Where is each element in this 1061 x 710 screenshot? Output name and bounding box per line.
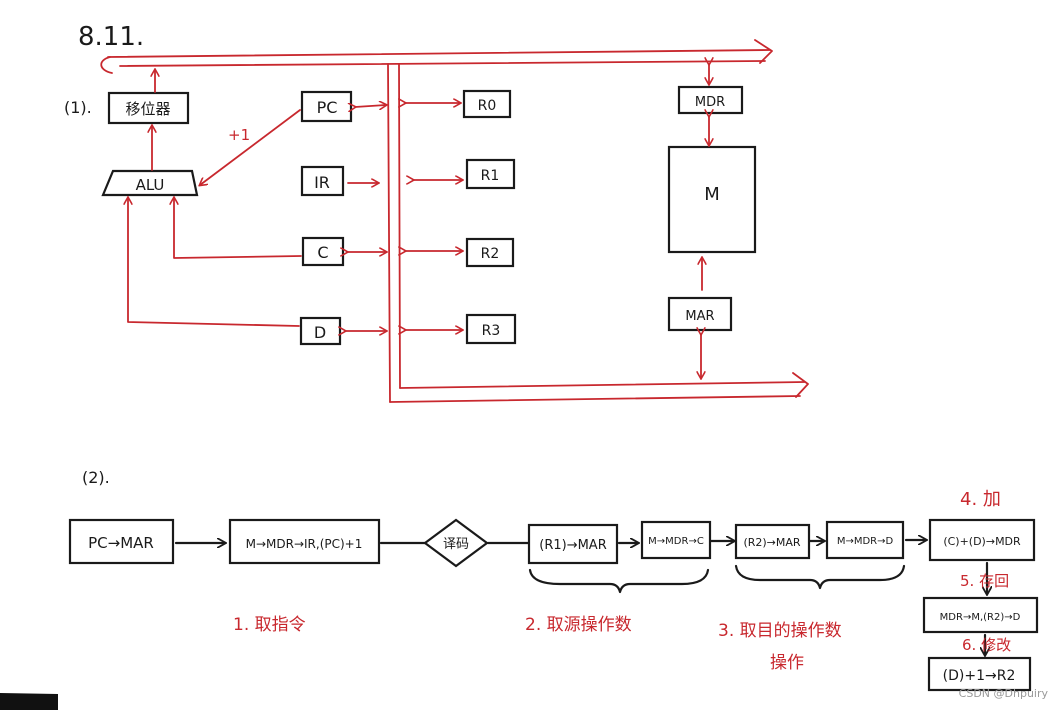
src-operand-brace bbox=[528, 568, 710, 594]
step-writeback-box bbox=[922, 596, 1039, 634]
ir-register-label: IR bbox=[314, 173, 330, 192]
shift-register-label: 移位器 bbox=[125, 100, 170, 118]
step-r1-to-mar-box bbox=[527, 523, 619, 565]
decode-label: 译码 bbox=[443, 537, 469, 552]
mdr-box bbox=[677, 85, 744, 115]
memory-label: M bbox=[704, 184, 720, 205]
pc-bus-link bbox=[355, 105, 386, 107]
step-mdr-to-d-label: M→MDR→D bbox=[837, 536, 894, 547]
src-annotation: 2. 取源操作数 bbox=[525, 615, 632, 635]
vertical-bus-left bbox=[387, 63, 391, 403]
bottom-bus-arrowhead bbox=[792, 372, 809, 398]
part2-label: (2). bbox=[82, 468, 110, 487]
step-mdr-to-c-label: M→MDR→C bbox=[648, 536, 704, 547]
r1-register-box bbox=[465, 158, 516, 190]
memory-box bbox=[667, 145, 757, 254]
r2-register-label: R2 bbox=[481, 246, 500, 262]
r3-register-label: R3 bbox=[482, 323, 501, 339]
step-pc-to-mar-label: PC→MAR bbox=[88, 534, 154, 552]
bottom-bus-lower bbox=[389, 395, 801, 403]
step-add-box bbox=[928, 518, 1036, 562]
step-r2-to-mar-box bbox=[734, 523, 811, 560]
step-r1-to-mar-label: (R1)→MAR bbox=[539, 538, 606, 553]
c-to-alu-line bbox=[174, 198, 302, 259]
alu-shape bbox=[101, 169, 199, 197]
step-fetch-ir-label: M→MDR→IR,(PC)+1 bbox=[246, 537, 363, 551]
r3-register-box bbox=[465, 313, 517, 345]
c-register-label: C bbox=[317, 243, 328, 262]
exec-annotation: 4. 加 bbox=[960, 489, 1001, 510]
ir-register-box bbox=[300, 165, 345, 197]
plus-one-label: +1 bbox=[228, 126, 250, 144]
step-mdr-to-c-box bbox=[640, 520, 712, 560]
step-mdr-to-d-box bbox=[825, 520, 905, 560]
watermark: CSDN @Dhpuiry bbox=[959, 687, 1049, 700]
step-modify-box bbox=[927, 656, 1032, 692]
r1-register-label: R1 bbox=[481, 168, 500, 184]
step-r2-to-mar-label: (R2)→MAR bbox=[743, 536, 800, 549]
mar-label: MAR bbox=[685, 309, 714, 324]
bottom-edge-shadow bbox=[0, 693, 58, 710]
top-bus-line bbox=[107, 49, 771, 58]
d-register-box bbox=[299, 316, 342, 346]
step-modify-label: (D)+1→R2 bbox=[943, 668, 1016, 684]
step-pc-to-mar-box bbox=[68, 518, 175, 565]
dst-operand-brace bbox=[734, 564, 906, 590]
shift-register-box bbox=[107, 91, 190, 125]
title: 8.11. bbox=[78, 22, 144, 52]
d-register-label: D bbox=[314, 323, 326, 342]
r2-register-box bbox=[465, 237, 515, 268]
mdr-label: MDR bbox=[695, 95, 725, 110]
r0-register-box bbox=[462, 89, 512, 119]
d-to-alu-line bbox=[128, 198, 300, 327]
step-writeback-label: MDR→M,(R2)→D bbox=[940, 612, 1021, 623]
pc-to-alu-arrow bbox=[200, 109, 301, 185]
pc-register-label: PC bbox=[317, 98, 338, 117]
top-bus-line-lower bbox=[119, 60, 766, 67]
dst-annotation-line2: 操作 bbox=[770, 653, 804, 673]
step-fetch-ir-box bbox=[228, 518, 381, 565]
dst-annotation-line1: 3. 取目的操作数 bbox=[718, 621, 842, 641]
top-bus-arrowhead bbox=[754, 39, 773, 64]
fetch-annotation: 1. 取指令 bbox=[233, 615, 306, 635]
modify-annotation: 6. 修改 bbox=[962, 636, 1011, 654]
part1-label: (1). bbox=[64, 98, 92, 117]
r0-register-label: R0 bbox=[478, 98, 497, 114]
bottom-bus-upper bbox=[399, 381, 806, 389]
top-bus-left-hook bbox=[100, 56, 113, 74]
writeback-annotation: 5. 存回 bbox=[960, 572, 1009, 590]
step-add-label: (C)+(D)→MDR bbox=[943, 535, 1021, 548]
alu-label: ALU bbox=[136, 176, 165, 194]
vertical-bus-right bbox=[398, 63, 401, 389]
